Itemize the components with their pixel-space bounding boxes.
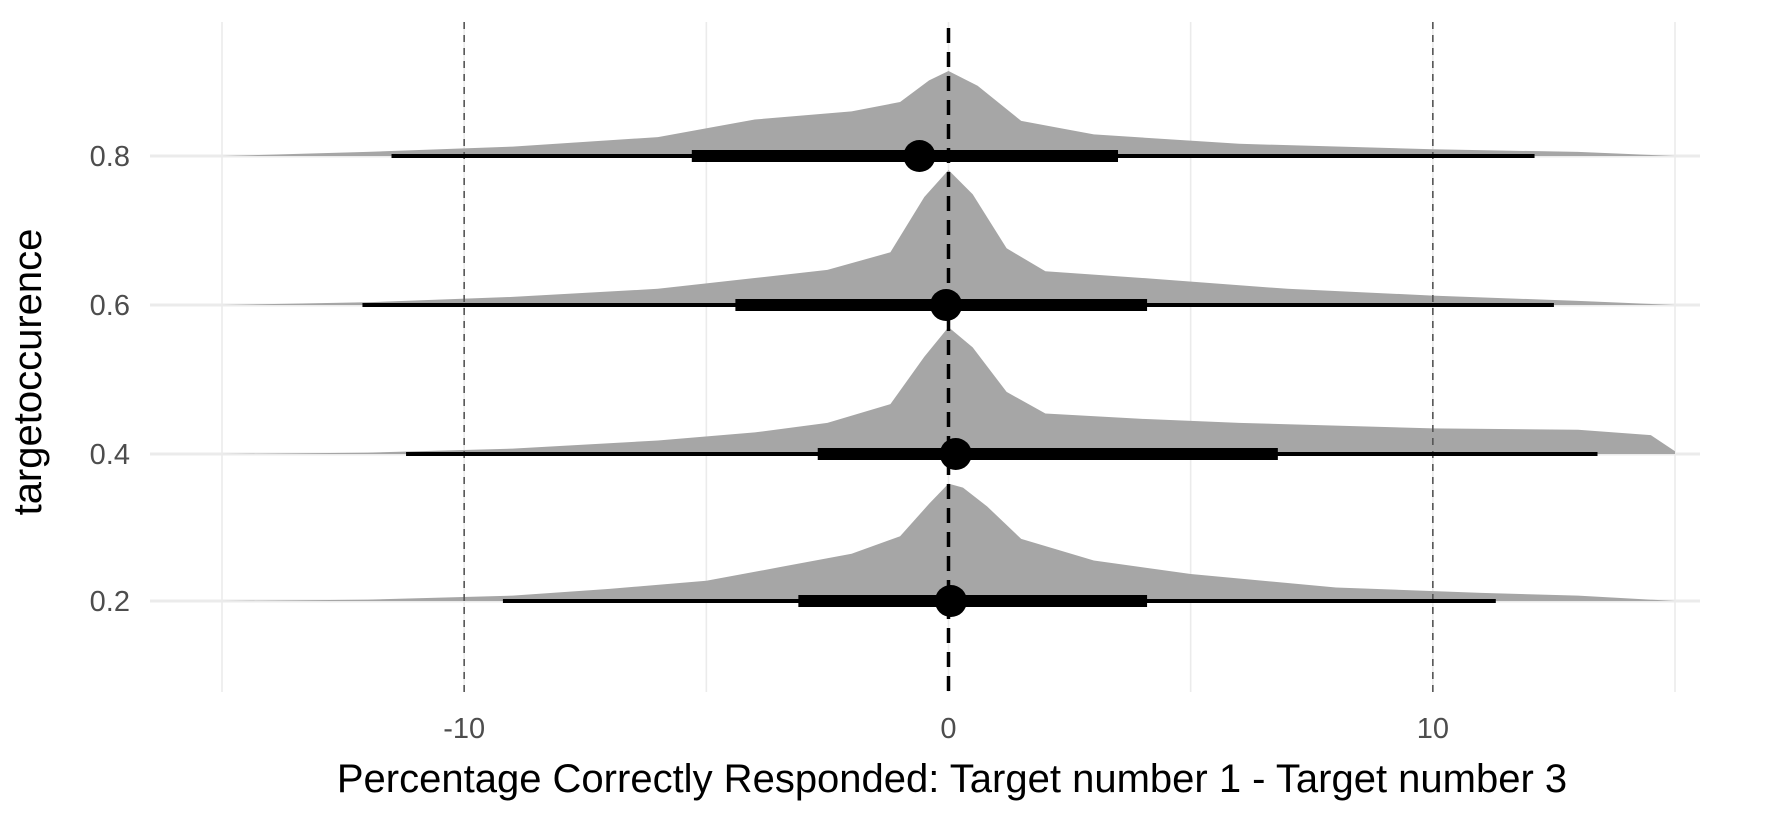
point-estimate-0.2 [934,585,967,617]
density-ridge-0.6 [222,170,1675,305]
reference-lines [463,22,1434,692]
y-tick-label: 0.6 [90,290,130,322]
y-tick-label: 0.8 [90,141,130,173]
point-estimate-0.6 [930,289,963,321]
x-axis-title: Percentage Correctly Responded: Target n… [337,757,1567,801]
interval-layer [362,140,1598,617]
y-axis-title: targetoccurence [6,229,50,516]
x-tick-label: 10 [1417,713,1449,745]
x-tick-label: 0 [940,713,956,745]
y-tick-label: 0.4 [90,439,130,471]
point-estimate-0.8 [903,140,936,172]
point-estimate-0.4 [939,438,972,470]
tick-labels: -10 0 10 0.2 0.4 0.6 0.8 [90,141,1449,745]
y-tick-label: 0.2 [90,586,130,618]
x-tick-label: -10 [443,713,485,745]
